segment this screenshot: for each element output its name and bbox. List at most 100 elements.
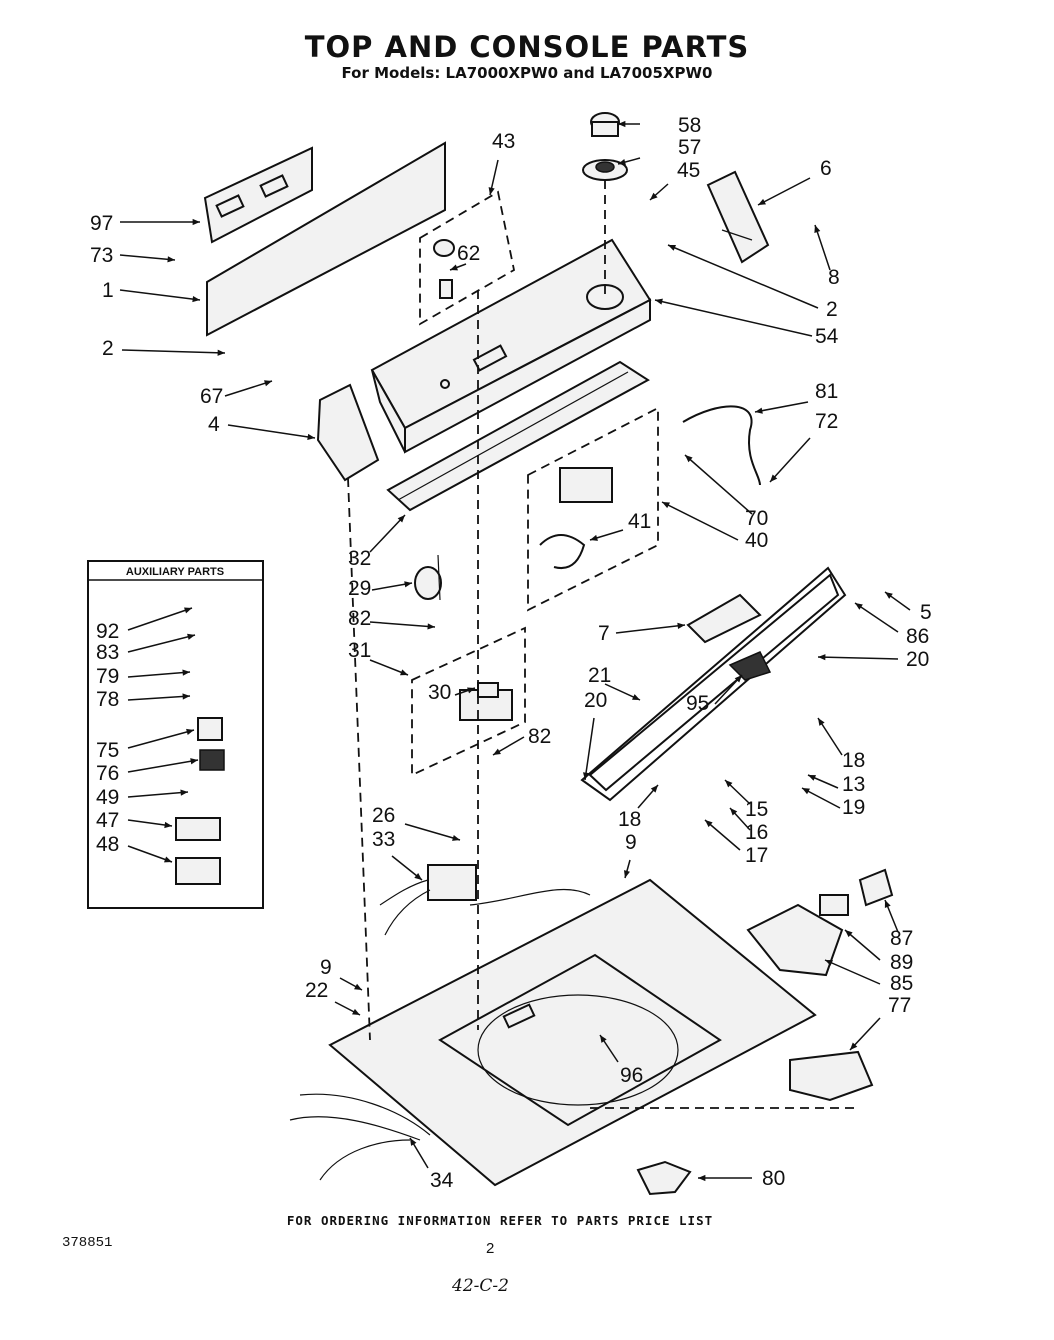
- foot-pad: [636, 1160, 692, 1196]
- leader-line-72: [769, 437, 811, 483]
- arrowhead-67: [264, 380, 272, 387]
- callout-31: 31: [348, 639, 371, 662]
- arrowhead-1: [192, 295, 200, 303]
- leader-line-76: [127, 759, 199, 773]
- callout-9b: 9: [320, 956, 332, 979]
- callout-18a: 18: [842, 749, 865, 772]
- aux-box-title: AUXILIARY PARTS: [126, 566, 224, 578]
- arrowhead-81: [755, 407, 763, 414]
- assembly-guide-lines: [347, 180, 860, 1109]
- arrowhead-79: [182, 669, 190, 676]
- arrowhead-48: [164, 856, 172, 863]
- wire-harness-81: [682, 405, 761, 486]
- callout-57: 57: [678, 136, 701, 159]
- ordering-footer: FOR ORDERING INFORMATION REFER TO PARTS …: [286, 1213, 714, 1228]
- callout-95: 95: [686, 692, 709, 715]
- leader-line-81: [754, 401, 809, 413]
- document-number: 378851: [62, 1235, 113, 1251]
- wire-harness-33: [379, 864, 591, 936]
- callout-15: 15: [745, 798, 768, 821]
- leader-line-32: [369, 514, 406, 553]
- callout-33: 33: [372, 828, 395, 851]
- callout-2b: 2: [102, 337, 114, 360]
- arrowhead-40: [662, 502, 670, 509]
- arrowhead-6: [758, 198, 766, 205]
- callout-75: 75: [96, 739, 119, 762]
- callout-43: 43: [492, 130, 515, 153]
- callout-77: 77: [888, 994, 911, 1017]
- leader-line-78: [127, 695, 191, 701]
- leader-line-79: [127, 671, 191, 678]
- leader-line-48: [127, 845, 173, 863]
- leader-line-86: [854, 602, 899, 633]
- leader-line-2b: [121, 349, 226, 354]
- page-number: 2: [486, 1240, 495, 1257]
- callout-49: 49: [96, 786, 119, 809]
- callout-67: 67: [200, 385, 223, 408]
- arrowhead-43: [488, 187, 495, 195]
- arrowhead-83: [187, 633, 195, 640]
- arrowhead-26: [452, 834, 460, 841]
- selector-knob: [433, 239, 455, 299]
- water-level-switch: [539, 467, 613, 569]
- arrowhead-17: [705, 820, 713, 828]
- arrowhead-16: [730, 808, 738, 816]
- arrowhead-41: [590, 534, 598, 541]
- leader-line-7: [615, 624, 686, 634]
- callout-29: 29: [348, 577, 371, 600]
- arrowhead-72: [770, 474, 778, 482]
- console-body: [370, 238, 652, 454]
- arrowhead-82b: [493, 748, 501, 755]
- callout-83: 83: [96, 641, 119, 664]
- arrowhead-18a: [818, 718, 825, 726]
- console-end-cap: [316, 383, 380, 482]
- callout-9a: 9: [625, 831, 637, 854]
- arrowhead-95: [734, 675, 742, 683]
- callout-97: 97: [90, 212, 113, 235]
- arrowhead-73: [167, 256, 175, 263]
- rear-panel-bracket: [203, 141, 446, 337]
- arrowhead-70: [685, 455, 693, 463]
- callout-32: 32: [348, 547, 371, 570]
- arrowhead-80: [698, 1174, 706, 1182]
- callout-47: 47: [96, 809, 119, 832]
- leader-line-73: [119, 254, 176, 261]
- callout-73: 73: [90, 244, 113, 267]
- arrowhead-29: [404, 581, 412, 588]
- arrowhead-92: [184, 607, 192, 614]
- callout-21: 21: [588, 664, 611, 687]
- callout-5: 5: [920, 601, 932, 624]
- callout-20b: 20: [584, 689, 607, 712]
- arrowhead-31: [400, 669, 408, 676]
- callout-78: 78: [96, 688, 119, 711]
- hinge: [789, 1050, 874, 1102]
- callout-18b: 18: [618, 808, 641, 831]
- arrowhead-58: [618, 120, 626, 128]
- model-subtitle: For Models: LA7000XPW0 and LA7005XPW0: [341, 64, 713, 82]
- leader-line-75: [127, 729, 195, 749]
- washer-lid: [580, 566, 847, 802]
- group-40-box: [527, 406, 659, 612]
- callout-89: 89: [890, 951, 913, 974]
- leader-line-17: [704, 819, 741, 851]
- arrowhead-8: [814, 225, 821, 233]
- callout-96: 96: [620, 1064, 643, 1087]
- callout-79: 79: [96, 665, 119, 688]
- leader-line-67: [224, 380, 273, 397]
- arrowhead-76: [190, 758, 198, 765]
- arrowhead-86: [855, 603, 863, 610]
- callout-8: 8: [828, 266, 840, 289]
- leader-line-4: [227, 424, 316, 439]
- arrowhead-47: [164, 821, 172, 829]
- arrowhead-21: [632, 694, 640, 700]
- arrowhead-22: [352, 1008, 360, 1015]
- callout-34: 34: [430, 1169, 454, 1192]
- callout-26: 26: [372, 804, 395, 827]
- push-button-switch: [459, 682, 513, 721]
- callout-7: 7: [598, 622, 610, 645]
- arrowhead-15: [725, 780, 733, 788]
- callout-70: 70: [745, 507, 768, 530]
- arrowhead-96: [600, 1035, 607, 1043]
- callout-1: 1: [102, 279, 114, 302]
